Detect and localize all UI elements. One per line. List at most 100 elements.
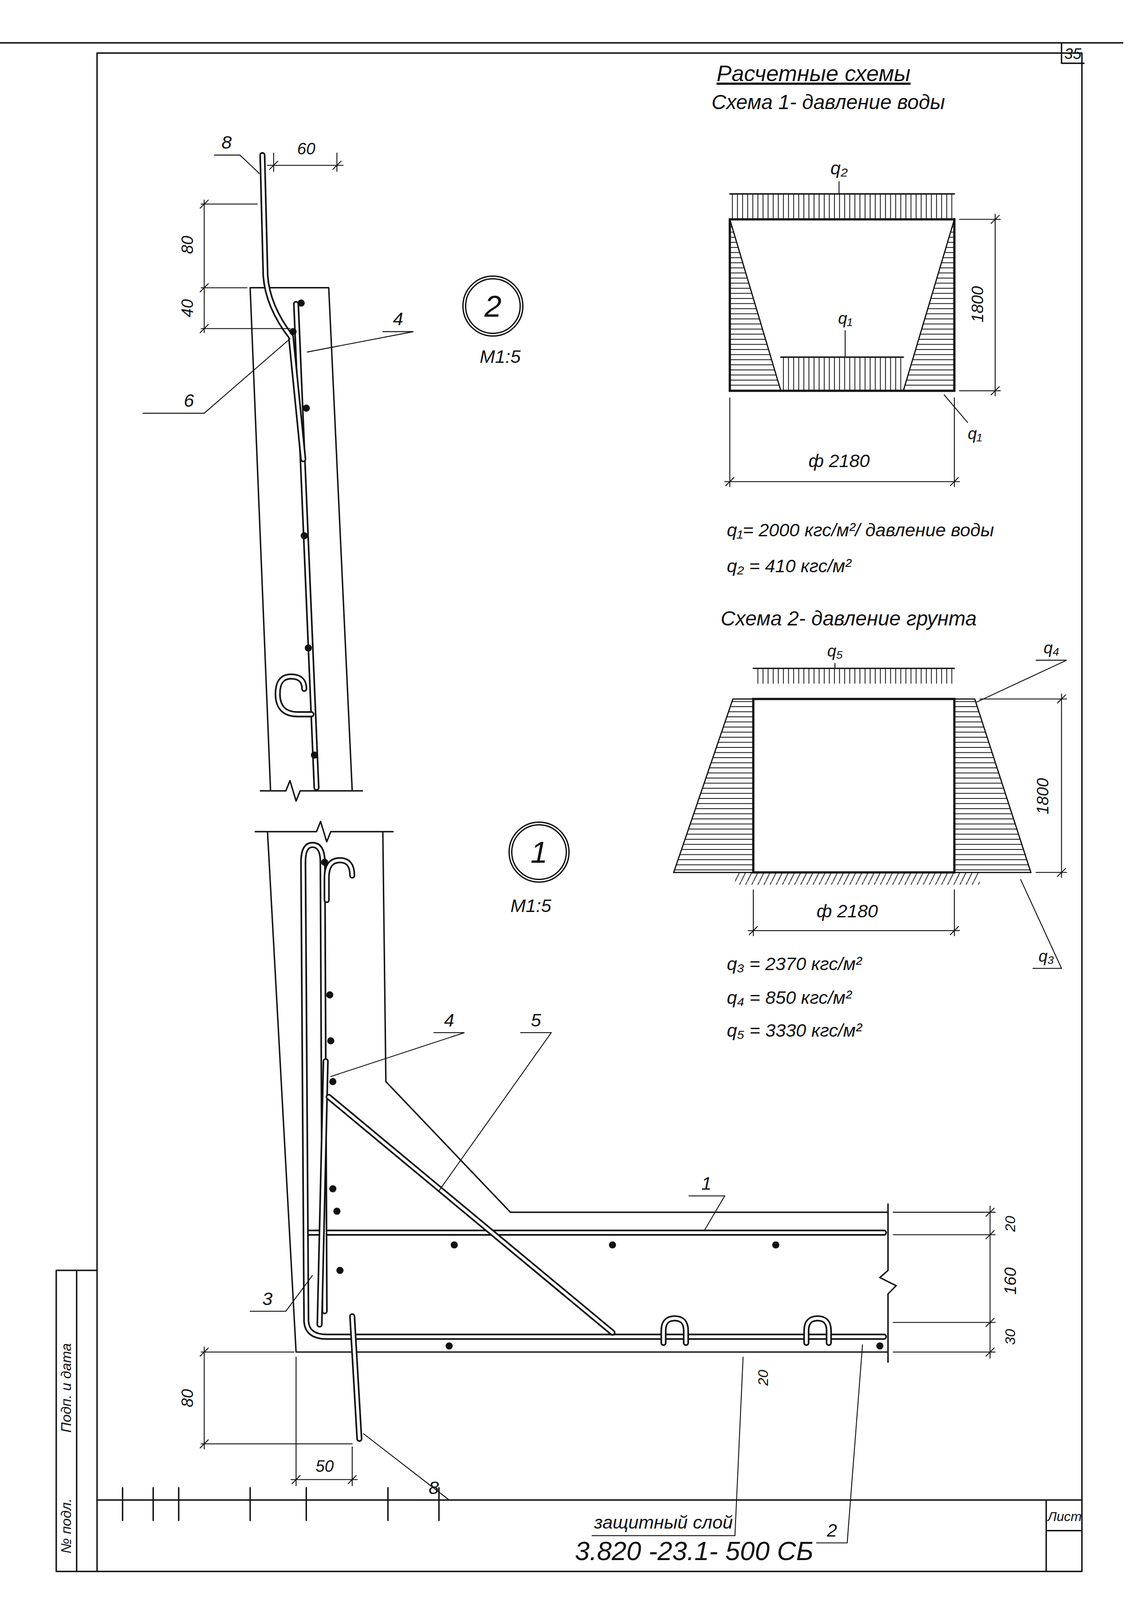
- stamp-text: Лист: [1047, 1509, 1082, 1525]
- well-section: [753, 699, 955, 873]
- rebar-3: [303, 845, 884, 1338]
- rebar-section: [445, 1342, 453, 1350]
- rebar-section: [327, 1037, 335, 1045]
- detail-callout: 1: [508, 821, 570, 883]
- scale-note: М1:5: [479, 347, 521, 368]
- rebar-section: [326, 991, 334, 999]
- rebar-4-core: [319, 1061, 326, 1325]
- rebar-4: [319, 1061, 326, 1325]
- rebar-section: [297, 299, 305, 307]
- scheme-title: Схема 2- давление грунта: [720, 607, 977, 630]
- dimension: 60: [297, 140, 316, 158]
- callout-number: 1: [701, 1173, 712, 1195]
- rebar-section: [876, 1342, 884, 1350]
- rebar-section: [289, 328, 297, 336]
- schemes-heading: Расчетные схемы: [716, 61, 911, 87]
- leader-lines: [142, 155, 414, 414]
- leader-lines: [838, 181, 968, 423]
- stamp-lines: [56, 1270, 1083, 1572]
- dimension: 20: [755, 1370, 772, 1386]
- load-label: q₅: [826, 642, 843, 661]
- dimension: 1800: [1034, 778, 1052, 815]
- rebar-section: [771, 1241, 780, 1249]
- rebar-section: [304, 644, 312, 652]
- load-band-edge: [729, 192, 955, 195]
- dimension: 30: [1002, 1329, 1019, 1346]
- load-band: [729, 193, 955, 220]
- dimension: 20: [1002, 1216, 1019, 1233]
- callout-number: 5: [530, 1010, 541, 1032]
- ground-hatch: [735, 872, 981, 886]
- dimension-lines: [200, 153, 343, 333]
- stamp-text: Подп. и дата: [58, 1343, 75, 1434]
- dimension: ф 2180: [816, 901, 879, 922]
- rebar-8: [352, 1316, 360, 1439]
- rebar-section: [336, 1267, 344, 1275]
- load-label: q₁: [838, 309, 853, 328]
- load-label: q₃: [1038, 947, 1055, 966]
- rebar-1-core: [306, 1231, 884, 1235]
- load-label: q₄: [1043, 639, 1060, 658]
- well-section: [729, 219, 955, 391]
- dimension-lines: [724, 214, 1001, 487]
- callout-number: 2: [826, 1520, 838, 1542]
- rebar-section: [450, 1241, 458, 1249]
- dimension: 1800: [968, 286, 987, 323]
- sheet-number: 35: [1064, 45, 1082, 63]
- load-label: q₁: [967, 425, 982, 443]
- rebar-8-core: [352, 1316, 360, 1439]
- callout-number: 2: [484, 291, 502, 322]
- rebar-section: [300, 532, 308, 540]
- drawing-code: 3.820 -23.1- 500 СБ: [574, 1536, 814, 1567]
- water-pressure-right: [903, 219, 955, 391]
- rebar-1: [306, 1229, 884, 1237]
- soil-pressure-left: [673, 699, 753, 873]
- rebar-3-core: [303, 845, 884, 1338]
- dimension: ф 2180: [808, 451, 870, 472]
- rebar-hook-core: [277, 676, 312, 715]
- water-pressure-left: [729, 219, 781, 391]
- load-value: q₃ = 2370 кгс/м²: [726, 954, 862, 975]
- note: защитный слой: [594, 1512, 733, 1534]
- rebar-section: [311, 751, 319, 759]
- load-band: [780, 357, 904, 391]
- load-value: q₄ = 850 кгс/м²: [726, 988, 852, 1009]
- callout-number: 1: [530, 837, 548, 868]
- dimension-lines: [200, 1206, 996, 1486]
- load-band-edge: [753, 667, 955, 670]
- concrete-outline: [250, 287, 363, 802]
- rebar-section: [608, 1241, 616, 1249]
- load-value: q₂ = 410 кгс/м²: [726, 556, 851, 577]
- concrete-outline: [255, 821, 897, 1363]
- dimension: 40: [178, 299, 197, 318]
- sheet-frame: [0, 43, 1123, 1572]
- callout-number: 4: [444, 1010, 455, 1032]
- rebar-section: [321, 858, 329, 867]
- load-label: q₂: [830, 158, 848, 179]
- callout-number: 8: [221, 132, 232, 154]
- dimension: 160: [1001, 1267, 1020, 1295]
- scale-note: М1:5: [510, 896, 552, 917]
- rebar-8: [262, 155, 304, 460]
- callout-number: 8: [428, 1478, 439, 1499]
- dimension: 80: [178, 236, 197, 255]
- leader-lines: [834, 660, 1067, 969]
- rebar-section: [329, 1078, 337, 1086]
- detail-callout: 2: [462, 275, 524, 337]
- callout-number: 4: [393, 309, 404, 330]
- rebar-section: [329, 1185, 337, 1193]
- rebar-section: [302, 404, 310, 412]
- rebar-5-core: [328, 1097, 613, 1333]
- leader-lines: [250, 1032, 863, 1544]
- load-value: q₅ = 3330 кгс/м²: [726, 1020, 862, 1042]
- dimension-lines: [748, 693, 1067, 936]
- scheme-title: Схема 1- давление воды: [711, 90, 945, 114]
- soil-pressure-right: [954, 699, 1032, 873]
- rebar-5: [328, 1097, 613, 1333]
- rebar-8-core: [262, 155, 304, 460]
- dimension: 80: [178, 1389, 197, 1408]
- rebar-hook: [277, 676, 312, 715]
- stamp-text: № подл.: [58, 1498, 75, 1554]
